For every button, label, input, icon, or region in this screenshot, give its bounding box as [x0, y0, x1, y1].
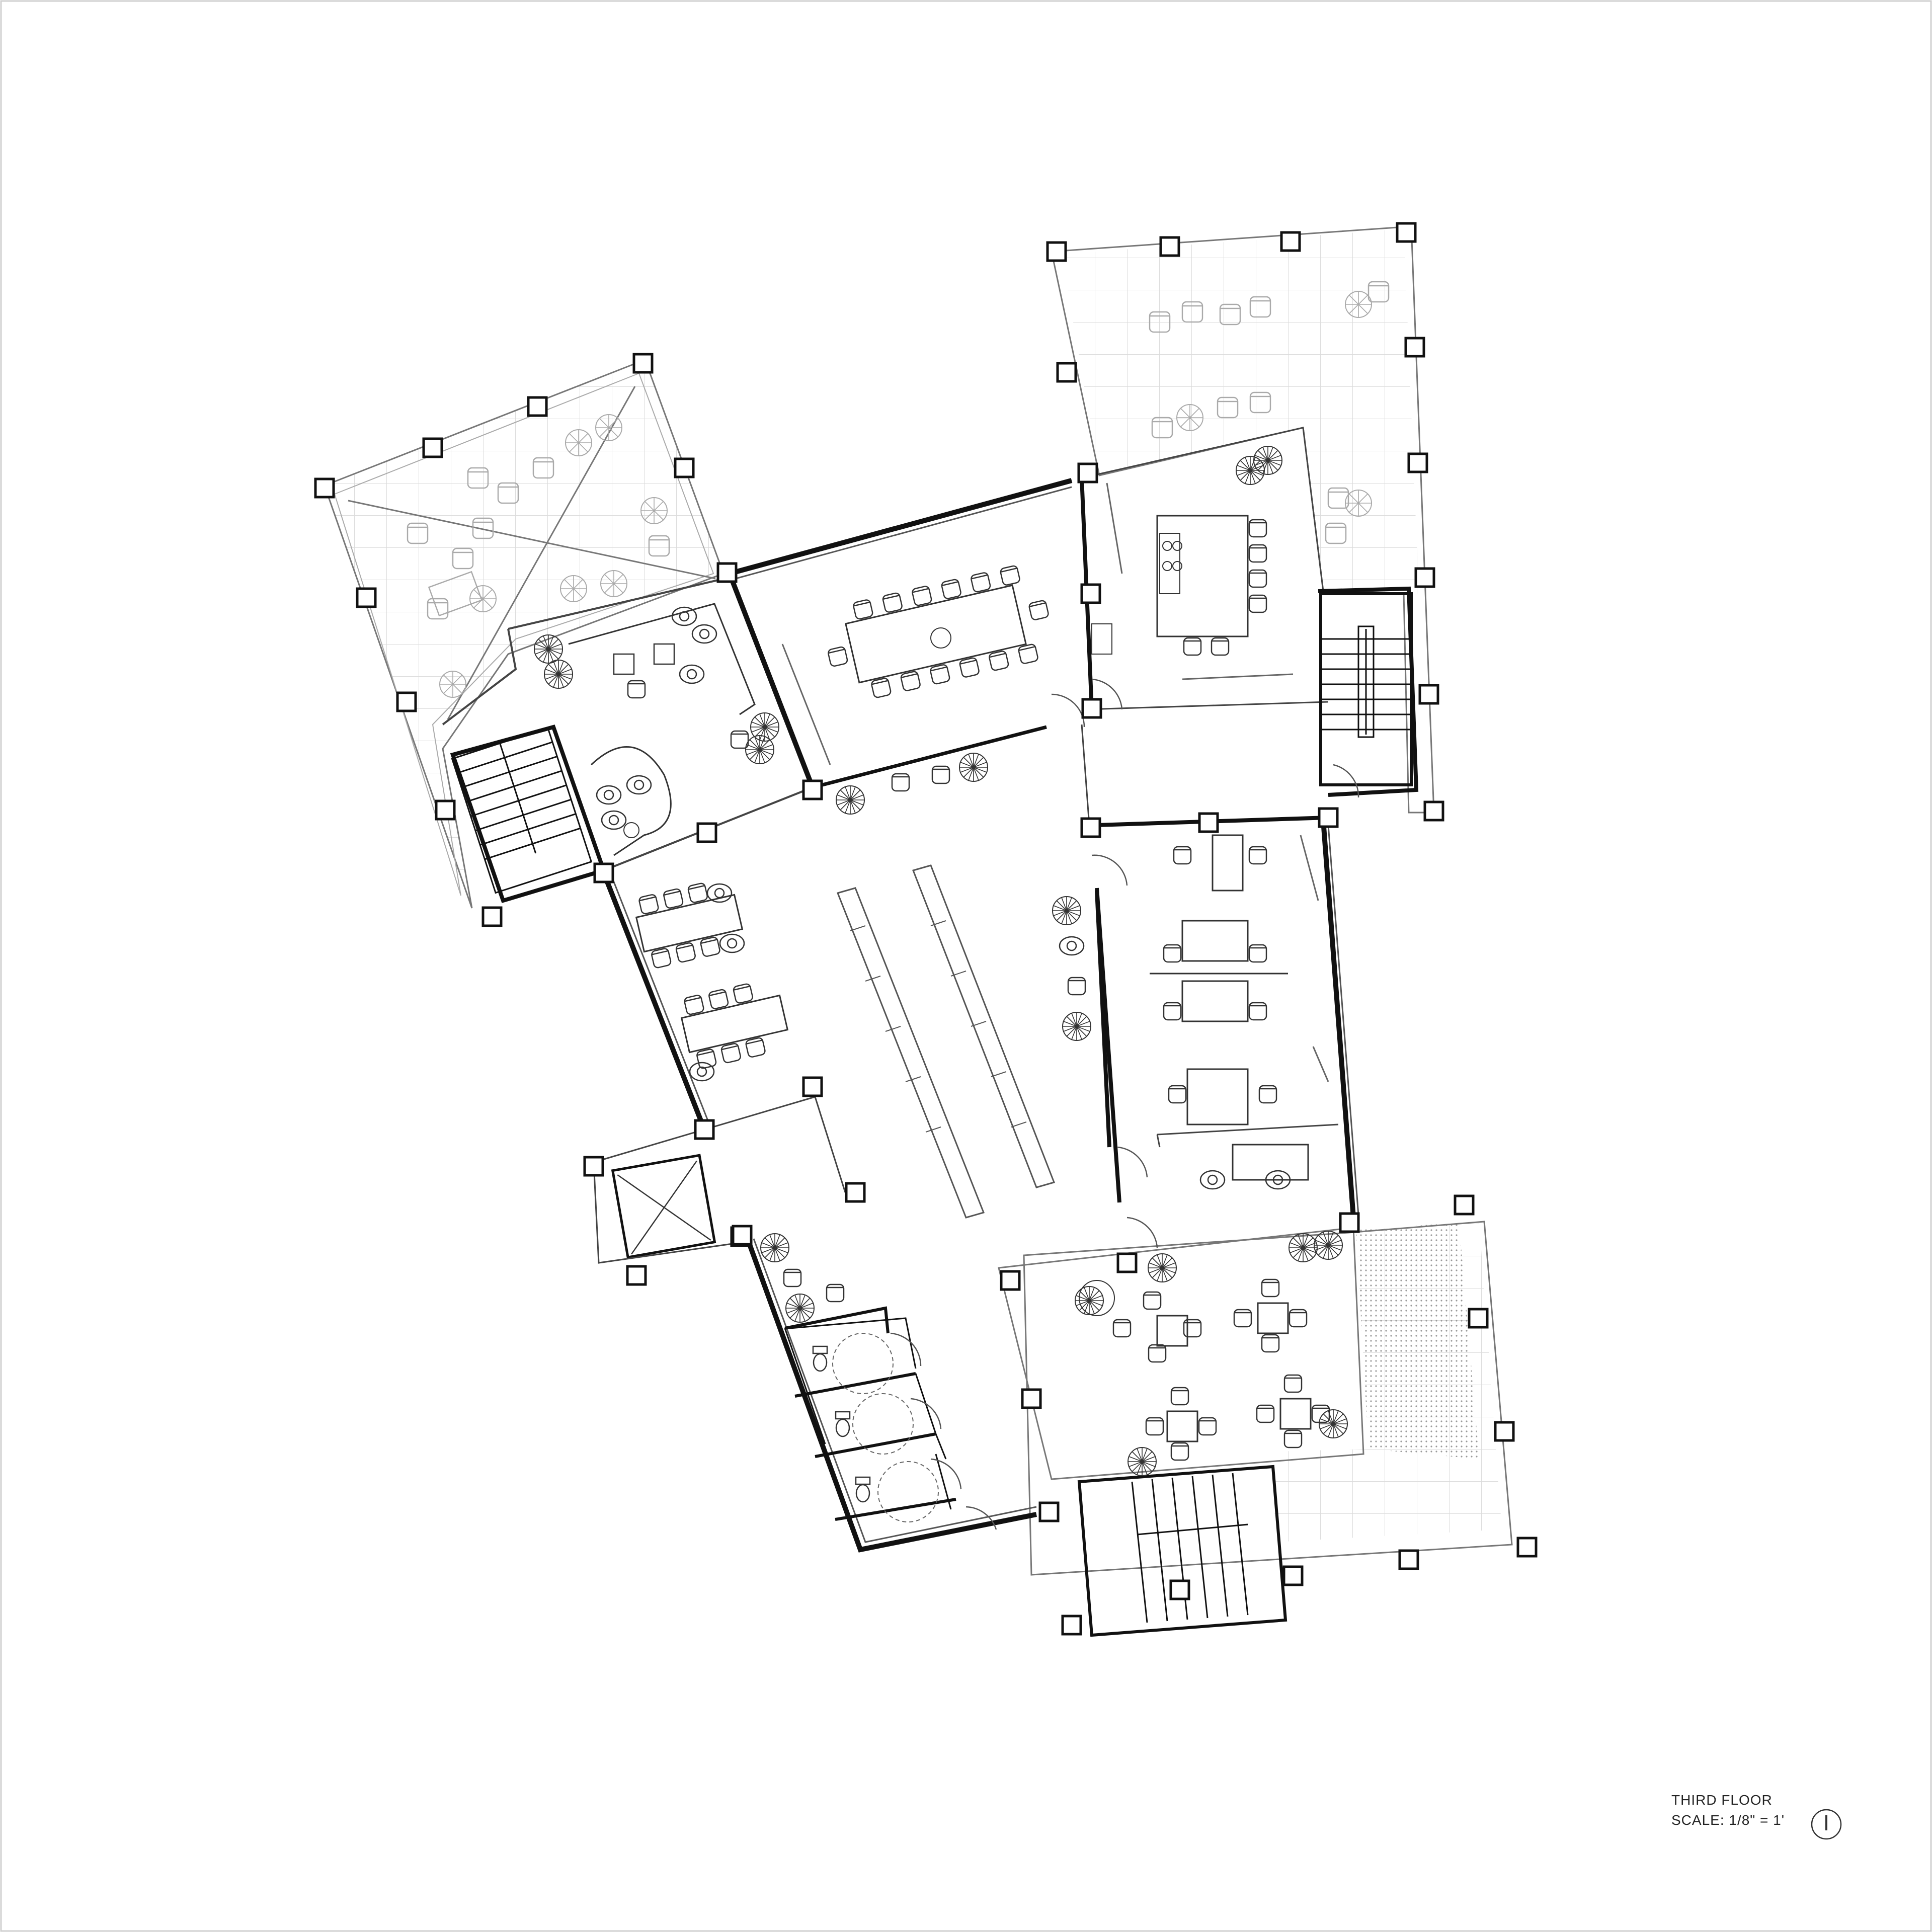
east-office — [1150, 834, 1329, 1190]
stair-northwest — [450, 725, 607, 903]
drawing-legend: THIRD FLOOR SCALE: 1/8" = 1' — [1671, 1790, 1785, 1830]
kitchen — [1091, 446, 1294, 680]
northeast-terrace — [1051, 225, 1435, 814]
southeast-terrace — [1023, 1221, 1513, 1576]
drawing-title: THIRD FLOOR — [1671, 1792, 1773, 1808]
drawing-scale: SCALE: 1/8" = 1' — [1671, 1812, 1785, 1828]
restrooms — [760, 1233, 939, 1522]
stair-south — [1077, 1465, 1287, 1637]
south-lounge — [1075, 1231, 1348, 1476]
lounge — [534, 603, 779, 856]
doors — [890, 678, 1359, 1530]
north-arrow-icon — [1811, 1809, 1842, 1840]
northwest-terrace — [324, 359, 725, 909]
meeting-room — [781, 565, 1050, 815]
stair-east — [1319, 592, 1413, 786]
open-work-area — [635, 864, 1091, 1219]
